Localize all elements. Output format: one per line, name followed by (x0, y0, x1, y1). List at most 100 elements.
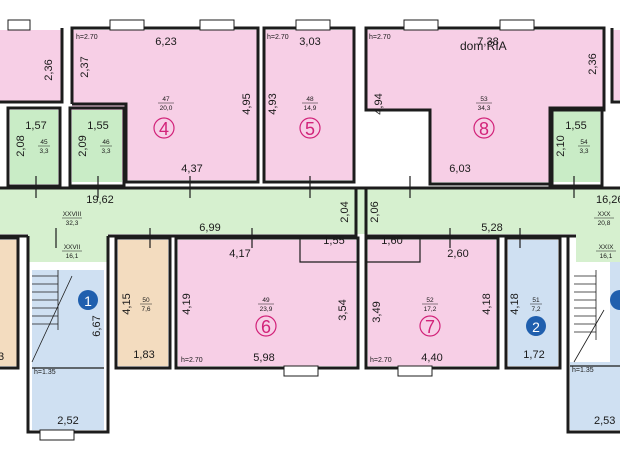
room-6-number: 6 (261, 317, 271, 337)
wall-room-51 (504, 236, 562, 370)
room-7-number-circle (419, 315, 441, 337)
wall-stair-3 (566, 236, 620, 434)
stair-1: XXVII 16,1 1 6,67 h=1.35 2,52 (34, 244, 103, 427)
room-7-dim-2: 4,18 (481, 293, 493, 314)
room-8-fill-lower (430, 110, 550, 182)
room-8-dim-1: 4,94 (373, 93, 385, 114)
wall-room-54 (548, 106, 604, 188)
room-50-dim-0: 4,15 (121, 293, 133, 314)
wall-room-46 (68, 106, 126, 188)
room-6-number-circle (255, 315, 277, 337)
room-51-fill (508, 240, 558, 366)
room-7-label-bottom: 17,2 (424, 306, 437, 313)
wall-room-7 (364, 236, 500, 370)
partitions (32, 238, 620, 369)
room-8-dim-3: 6,03 (449, 163, 470, 175)
room-7-number: 7 (425, 317, 435, 337)
room-45-label-bottom: 3,3 (39, 148, 48, 155)
corridor-dim-5: 1,60 (381, 235, 402, 247)
window-6 (499, 19, 535, 31)
room-4-number: 4 (159, 119, 169, 139)
wall-corridor-bottom-right (364, 188, 576, 238)
room-54: 1,55 2,10 54 3,3 (555, 120, 590, 157)
corridor-left-label-top: XXVIII (63, 211, 82, 218)
room-4-label-top: 47 (162, 96, 170, 103)
room-5-fill (264, 30, 354, 180)
corridor-left-tail (28, 234, 108, 262)
stair-3-label-top: XXIX (599, 244, 614, 251)
room-7-fill (368, 240, 496, 366)
room-46-dim-1: 2,09 (77, 135, 89, 156)
room-50: 4,15 50 7,6 1,83 (121, 293, 155, 361)
stair-1-label-top: XXVII (64, 244, 81, 251)
room-6: 4,17 4,19 3,54 49 23,9 6 h=2.70 5,98 (181, 248, 349, 364)
corridor-dim-4: 2,06 (369, 201, 381, 222)
room-46: 1,55 2,09 46 3,3 (77, 120, 112, 157)
room-4-height: h=2.70 (76, 34, 98, 41)
room-51-dim-0: 4,18 (509, 293, 521, 314)
room-7-dim-3: 4,40 (421, 352, 442, 364)
room-51: 4,18 51 7,2 2 1,72 (509, 293, 546, 361)
room-4-dim-2: 4,95 (241, 93, 253, 114)
room-46-dim-0: 1,55 (87, 120, 108, 132)
room-8-number: 8 (479, 119, 489, 139)
room-7-dim-0: 2,60 (447, 248, 468, 260)
room-45-fill (10, 110, 58, 184)
room-4-number-circle (153, 117, 175, 139)
window-1 (7, 19, 31, 31)
room-6-dim-2: 3,54 (337, 299, 349, 320)
room-8-dim-2: 2,36 (587, 53, 599, 74)
room-5-label-bottom: 14,9 (304, 105, 317, 112)
room-8: h=2.70 7,38 4,94 2,36 6,03 53 34,3 8 (369, 34, 599, 175)
room-51-dim-1: 1,72 (523, 349, 544, 361)
room-5-label-top: 48 (306, 96, 314, 103)
stair-2-marker-circle (526, 316, 546, 336)
room-left-edge-fill (0, 240, 18, 366)
room-fills (0, 30, 620, 430)
wall-top-left-room (0, 28, 64, 104)
room-4-label-bottom: 20,0 (160, 105, 173, 112)
room-8-dim-0: 7,38 (477, 36, 498, 48)
room-6-fill (178, 240, 356, 366)
room-7-height: h=2.70 (370, 357, 392, 364)
corridor-right-tail (576, 234, 620, 262)
wall-room-4 (70, 26, 260, 184)
room-6-dim-3: 5,98 (253, 352, 274, 364)
corridor-dim-2: 2,04 (339, 201, 351, 222)
room-50-label-top: 50 (142, 297, 150, 304)
corridor-right-label-bottom: 20,8 (598, 220, 611, 227)
wall-stair-1 (26, 236, 110, 434)
room-6-label-bottom: 23,9 (260, 306, 273, 313)
wall-room-50 (114, 236, 172, 370)
room-4-dim-0: 6,23 (155, 36, 176, 48)
room-7: 2,60 3,49 4,18 52 17,2 7 h=2.70 4,40 (370, 248, 493, 364)
room-50-label-bottom: 7,6 (141, 306, 150, 313)
room-54-label-top: 54 (580, 139, 588, 146)
wall-room-far-right (610, 28, 620, 104)
window-4 (295, 19, 331, 31)
stair-2-marker: 2 (532, 319, 540, 335)
room-54-fill (552, 110, 600, 182)
stair-1-treads (31, 270, 73, 363)
room-6-height: h=2.70 (181, 357, 203, 364)
room-46-fill (72, 110, 122, 182)
room-5-number: 5 (305, 119, 315, 139)
room-50-fill (118, 240, 168, 366)
wall-corridor-bottom-mid (108, 188, 358, 238)
room-top-left-fill (0, 30, 62, 102)
wall-room-6 (174, 236, 360, 370)
room-far-right-fill (612, 30, 620, 100)
room-46-label-top: 46 (102, 139, 110, 146)
watermark-text: dom RIA (460, 39, 507, 53)
stair-1-label-bottom: 16,1 (66, 253, 79, 260)
room-50-dim-1: 1,83 (133, 349, 154, 361)
stair-1-marker-circle (78, 290, 98, 310)
room-7-notch (366, 238, 421, 263)
room-8-label-top: 53 (480, 96, 488, 103)
stair-3-dim-0: 2,53 (594, 415, 615, 427)
room-8-fill (366, 30, 604, 110)
wall-left-edge-room (0, 236, 20, 370)
stair-1-height: h=1.35 (34, 369, 56, 376)
room-4: h=2.70 6,23 2,37 4,95 4,37 47 20,0 4 (76, 34, 253, 175)
stair-3-label-bottom: 16,1 (600, 253, 613, 260)
